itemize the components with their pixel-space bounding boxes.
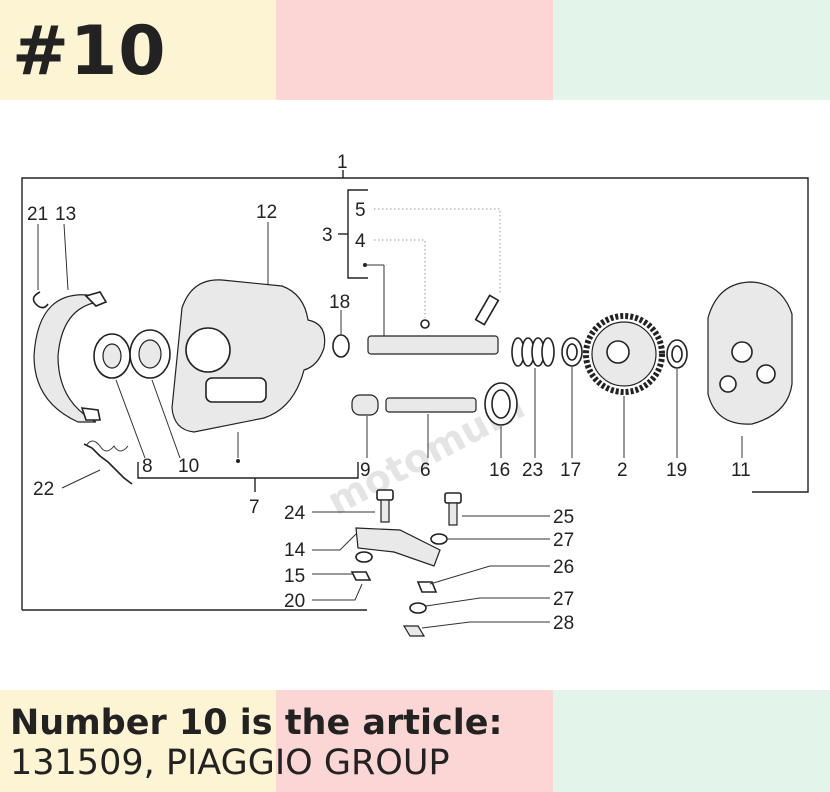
callout-19: 19 [666, 460, 687, 481]
callout-1: 1 [337, 152, 348, 173]
ball-4 [420, 319, 430, 329]
callout-4: 4 [355, 231, 366, 252]
coil-spring-23 [511, 337, 555, 367]
callout-7: 7 [249, 497, 260, 518]
spring-22 [83, 443, 133, 485]
shaft-3 [367, 335, 499, 355]
callout-26: 26 [553, 557, 574, 578]
callout-16: 16 [489, 460, 510, 481]
leader-14 [312, 533, 357, 551]
leader-27-lower [425, 597, 550, 607]
nut-28 [402, 625, 426, 637]
washer-27-lower [409, 602, 427, 614]
callout-17: 17 [560, 460, 581, 481]
callout-18: 18 [329, 292, 350, 313]
callout-9: 9 [360, 460, 371, 481]
seal-8-inner [102, 343, 122, 369]
gear-2-hub [606, 340, 630, 364]
leader-5 [374, 208, 501, 294]
callout-27-upper: 27 [553, 530, 574, 551]
nut-20 [350, 571, 372, 581]
header-band [0, 0, 830, 100]
washer-19-inner [671, 345, 683, 363]
housing-rib [205, 377, 267, 403]
footer-band [0, 690, 830, 792]
housing-bore [185, 327, 231, 373]
callout-12: 12 [256, 202, 277, 223]
nut-26 [416, 581, 438, 593]
exploded-parts-diagram: motomuni [21, 152, 809, 637]
leader-13 [63, 223, 69, 291]
assembly-bracket-1 [21, 177, 809, 610]
callout-15: 15 [284, 566, 305, 587]
callout-24: 24 [284, 503, 306, 524]
footer-band-pink [276, 690, 553, 792]
callout-22: 22 [33, 479, 54, 500]
callout-27-lower: 27 [553, 589, 574, 610]
leader-4 [374, 239, 426, 318]
callout-8: 8 [142, 456, 153, 477]
callout-25: 25 [553, 507, 574, 528]
header-band-pink [276, 0, 553, 100]
washer-27-upper [430, 533, 448, 545]
leader-28 [421, 621, 550, 629]
bearing-10-inner [138, 339, 162, 369]
footer-band-yellow [0, 690, 276, 792]
gear-shaft-6 [385, 397, 477, 413]
ref-dot [236, 459, 240, 463]
cover-11-boss-b [756, 364, 776, 384]
callout-6: 6 [420, 460, 431, 481]
callout-10: 10 [178, 456, 199, 477]
bushing-9 [351, 394, 379, 416]
bolt-24 [376, 489, 394, 523]
spring-22-coils [85, 440, 129, 452]
callout-21: 21 [27, 204, 48, 225]
footer-caption: Number 10 is the article: [10, 703, 503, 743]
brake-shoe-13 [33, 294, 99, 423]
pin-5 [474, 294, 500, 326]
cover-11-boss-a [731, 341, 753, 363]
leader-8 [115, 379, 146, 459]
callout-5: 5 [355, 200, 366, 221]
plate-14 [355, 527, 441, 567]
brake-shoe-ends [80, 291, 108, 421]
washer-15 [355, 551, 373, 563]
cover-11-boss-c [719, 375, 737, 393]
callout-20: 20 [284, 591, 305, 612]
callout-23: 23 [522, 460, 543, 481]
leader-20 [312, 583, 363, 601]
callout-3: 3 [322, 225, 333, 246]
washer-18 [332, 334, 350, 358]
seal-ring-16-inner [491, 389, 511, 419]
bracket-7 [137, 462, 359, 479]
washer-17-inner [566, 343, 578, 361]
header-band-mint [553, 0, 830, 100]
header-band-yellow [0, 0, 276, 100]
leader-22 [61, 469, 101, 489]
callout-11: 11 [731, 460, 751, 481]
footer-article-info: 131509, PIAGGIO GROUP [10, 743, 450, 783]
clip-21 [32, 291, 49, 309]
page-title: #10 [12, 12, 167, 91]
bolt-25 [444, 492, 462, 526]
leader-10 [151, 379, 181, 459]
callout-2: 2 [617, 460, 628, 481]
callout-14: 14 [284, 540, 306, 561]
callout-28: 28 [553, 613, 574, 634]
footer-band-mint [553, 690, 830, 792]
callout-13: 13 [55, 204, 76, 225]
leader-26 [429, 565, 550, 585]
